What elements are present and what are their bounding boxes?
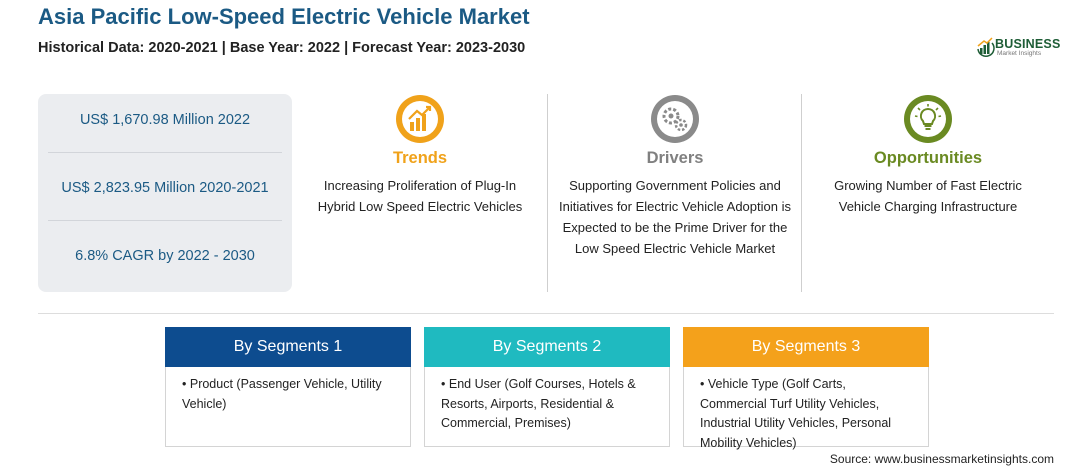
segment-1-body: • Product (Passenger Vehicle, Utility Ve… — [182, 377, 382, 411]
opportunities-heading: Opportunities — [873, 149, 983, 167]
segment-1-item: Product (Passenger Vehicle, Utility Vehi… — [182, 377, 382, 411]
trends-heading: Trends — [392, 149, 448, 167]
key-stats-panel: US$ 1,670.98 Million 2022 US$ 2,823.95 M… — [38, 94, 292, 292]
segment-3-item: Vehicle Type (Golf Carts, Commercial Tur… — [700, 377, 892, 450]
opportunities-column: Opportunities Growing Number of Fast Ele… — [815, 94, 1041, 217]
bar-chart-logo-icon — [977, 37, 995, 57]
trends-text: Increasing Proliferation of Plug-In Hybr… — [317, 178, 523, 214]
drivers-text: Supporting Government Policies and Initi… — [559, 178, 791, 256]
drivers-column: Drivers Supporting Government Policies a… — [555, 94, 795, 259]
stat-divider — [48, 152, 282, 153]
stat-divider — [48, 220, 282, 221]
opportunities-text: Growing Number of Fast Electric Vehicle … — [834, 178, 1022, 214]
trends-column: Trends Increasing Proliferation of Plug-… — [310, 94, 530, 217]
stat-cagr: 6.8% CAGR by 2022 - 2030 — [75, 248, 255, 264]
drivers-heading: Drivers — [646, 149, 704, 167]
segment-2-header: By Segments 2 — [424, 327, 670, 367]
segment-2-item: End User (Golf Courses, Hotels & Resorts… — [441, 377, 636, 430]
column-divider — [547, 94, 548, 292]
gears-icon — [651, 95, 699, 143]
page-subtitle: Historical Data: 2020-2021 | Base Year: … — [38, 40, 526, 56]
section-divider — [38, 313, 1054, 314]
company-logo: BUSINESS Market Insights — [975, 36, 1065, 60]
stat-market-2022: US$ 1,670.98 Million 2022 — [79, 112, 251, 128]
segment-1-header: By Segments 1 — [165, 327, 411, 367]
segment-card-1: By Segments 1 • Product (Passenger Vehic… — [165, 327, 411, 447]
segment-card-3: By Segments 3 • Vehicle Type (Golf Carts… — [683, 327, 929, 450]
source-footer: Source: www.businessmarketinsights.com — [829, 452, 1054, 466]
page-title: Asia Pacific Low-Speed Electric Vehicle … — [38, 4, 530, 29]
logo-tagline: Market Insights — [997, 50, 1042, 57]
lightbulb-icon — [904, 95, 952, 143]
segment-card-2: By Segments 2 • End User (Golf Courses, … — [424, 327, 670, 447]
logo-name: BUSINESS — [995, 37, 1061, 51]
stat-market-historical: US$ 2,823.95 Million 2020-2021 — [61, 180, 269, 196]
segment-3-header: By Segments 3 — [683, 327, 929, 367]
trend-chart-icon — [396, 95, 444, 143]
column-divider — [801, 94, 802, 292]
segment-2-body: • End User (Golf Courses, Hotels & Resor… — [441, 377, 636, 430]
segment-3-body: • Vehicle Type (Golf Carts, Commercial T… — [700, 377, 892, 450]
